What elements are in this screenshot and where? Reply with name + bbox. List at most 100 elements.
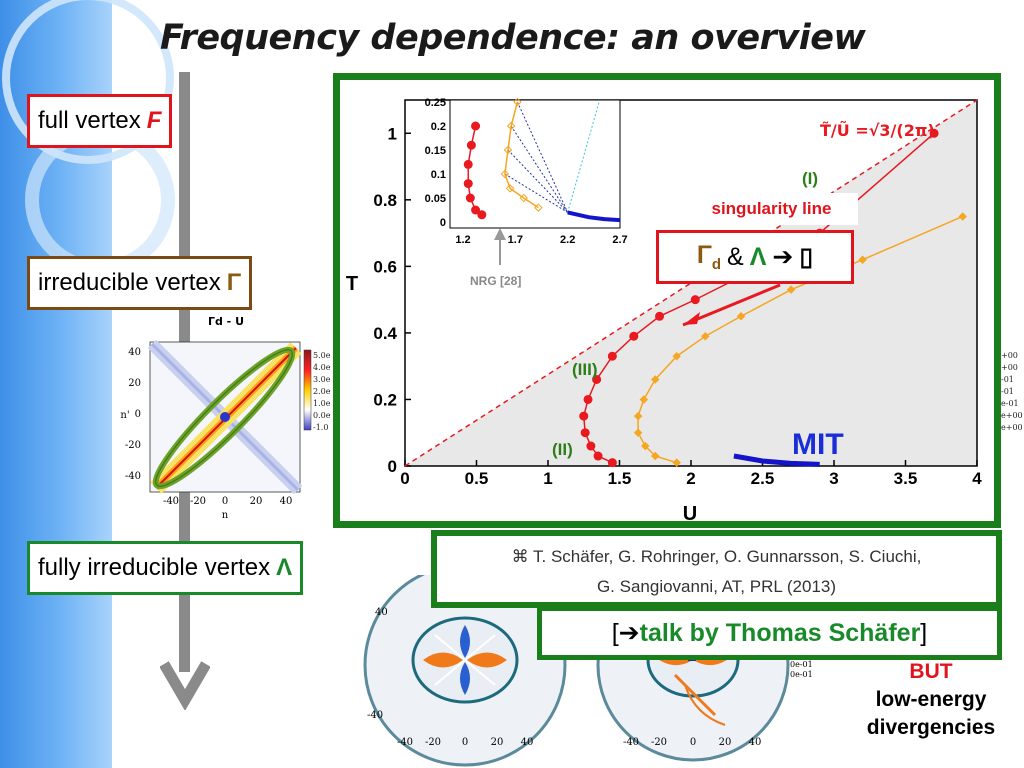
singularity-line-label: singularity line (685, 193, 858, 225)
main-x-tick: 3.5 (894, 469, 918, 488)
main-series-point (672, 458, 681, 467)
main-series-point (579, 411, 589, 421)
main-x-tick: 2 (686, 469, 695, 488)
heatmap-y-tick-2: 20 (128, 378, 141, 389)
cbar-tick: 2.0e (313, 387, 331, 396)
reference-box: ⌘ T. Schäfer, G. Rohringer, O. Gunnarsso… (431, 530, 1002, 608)
main-y-tick: 0 (388, 457, 397, 476)
cbar-tick: 3.0e (313, 375, 331, 384)
ratio-label: T̃/Ũ =√3/(2π) (820, 121, 935, 140)
flow-arrow-head (160, 661, 210, 710)
inset-series-line (504, 101, 539, 209)
inset-series-point (503, 145, 513, 155)
cbar-tick: -1.0 (313, 423, 329, 432)
inset-y-tick: 0.25 (425, 97, 446, 109)
main-series-point (633, 428, 643, 437)
heatmap-colorbar-ticks: 5.0e 4.0e 3.0e 2.0e 1.0e 0.0e -1.0 (313, 350, 330, 434)
inset-connector (516, 101, 569, 213)
gamma-heatmap: Γd - U 40 20 0 -20 -40 n' -40 -20 0 20 4… (120, 315, 312, 521)
main-series-point (651, 375, 660, 384)
talk-text: talk by Thomas Schäfer (639, 618, 921, 647)
lower-right-cb-tick: 0e-01 (790, 670, 813, 679)
edge-tick: e-01 (1001, 399, 1019, 408)
heatmap-y-tick-4: -20 (125, 440, 141, 451)
irreducible-vertex-text: irreducible vertex (38, 269, 221, 296)
inset-series-point (477, 210, 487, 220)
edge-tick: -01 (1001, 375, 1014, 384)
inset-y-tick: 0.2 (431, 121, 446, 133)
cbar-tick: 0.0e (313, 411, 331, 420)
lambda-symbol: Λ (749, 242, 767, 271)
main-y-tick: 0.4 (373, 324, 397, 343)
main-x-tick: 1 (543, 469, 552, 488)
lower-right-x-tick: 20 (719, 737, 732, 748)
main-series-point (593, 451, 603, 461)
heatmap-y-tick-5: -40 (125, 471, 141, 482)
inset-y-tick: 0.1 (431, 169, 446, 181)
inset-series-point (519, 193, 528, 203)
inset-y-tick: 0.15 (425, 145, 446, 157)
but-label: BUT (909, 660, 953, 683)
main-y-tick: 0.8 (373, 191, 397, 210)
inset-x-tick: 1.7 (508, 234, 523, 246)
main-series-point (701, 331, 710, 341)
inset-series-point (505, 184, 515, 193)
gamma-lambda-box: Γd & Λ ➔ ▯ (656, 230, 854, 284)
main-x-tick: 2.5 (751, 469, 775, 488)
inset-x-tick: 2.2 (560, 234, 575, 246)
region-III-label: (III) (572, 360, 598, 379)
full-vertex-symbol: F (146, 107, 162, 134)
talk-close: ] (920, 618, 928, 647)
inset-series-point (463, 159, 473, 169)
mit-label: MIT (792, 428, 844, 461)
edge-tick: +00 (1001, 363, 1018, 372)
lower-right-x-tick: 40 (749, 737, 762, 748)
main-series-point (929, 128, 939, 138)
main-x-tick: 0.5 (465, 469, 489, 488)
main-series-point (592, 374, 602, 384)
inset-series-point (534, 203, 543, 212)
irreducible-vertex-label: irreducible vertex Γ (27, 256, 253, 310)
edge-tick: e+00 (1001, 411, 1023, 420)
main-series-point (586, 441, 596, 451)
region-II-label: (II) (552, 440, 573, 459)
main-series-point (583, 394, 593, 404)
inset-series-point (471, 121, 481, 131)
inset-series-point (506, 121, 516, 131)
lower-right-x-tick: -20 (651, 737, 667, 748)
edge-tick: e+00 (1001, 423, 1023, 432)
heatmap-y-tick-1: 40 (128, 347, 141, 358)
main-series-line (733, 453, 820, 467)
inset-series-point (465, 193, 475, 203)
main-series-point (633, 411, 643, 421)
region-I-label: (I) (802, 169, 818, 188)
gamma-symbol: Γd (697, 241, 721, 273)
lower-right-cb-tick: 0e-01 (790, 660, 813, 669)
main-y-tick: 0.6 (373, 257, 397, 276)
main-series-point (607, 458, 617, 468)
heatmap-x-tick-5: 40 (280, 496, 293, 507)
inset-x-tick: 1.2 (455, 234, 470, 246)
arrow-symbol: ➔ (772, 243, 794, 271)
main-series-point (651, 451, 660, 461)
edge-tick: +00 (1001, 351, 1018, 360)
full-vertex-text: full vertex (38, 107, 141, 134)
main-x-tick: 0 (400, 469, 409, 488)
cbar-tick: 5.0e (313, 351, 331, 360)
main-series-point (580, 428, 590, 438)
heatmap-title: Γd - U (208, 315, 244, 328)
inset-series-point (471, 205, 481, 215)
edge-colorbar-ticks: +00 +00 -01 -01 e-01 e+00 e+00 (1001, 350, 1023, 434)
lower-left-tick: 40 (375, 607, 388, 618)
heatmap-y-tick-3: 0 (135, 409, 141, 420)
lower-left-tick: -40 (367, 710, 383, 721)
inset-y-tick: 0 (440, 217, 446, 229)
main-x-tick: 3 (829, 469, 838, 488)
main-y-label: T (346, 273, 358, 295)
lower-left-x-tick: -40 (397, 737, 413, 748)
main-series-point (640, 441, 650, 451)
main-y-tick: 0.2 (373, 390, 397, 409)
lower-left-x-tick: 20 (491, 737, 504, 748)
main-series-point (607, 351, 617, 361)
